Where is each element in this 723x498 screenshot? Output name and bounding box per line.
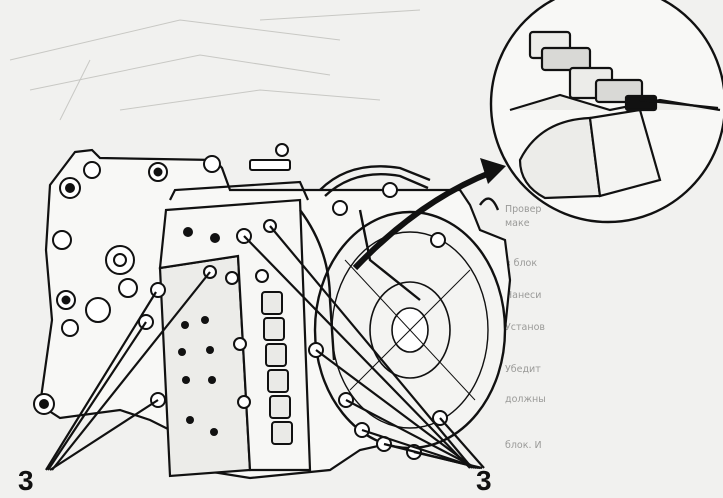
pointer-arrow [352,158,506,271]
leader-lines [45,225,485,471]
housing-bosses [33,155,221,415]
background-text: Провер маке в блок Нанеси Установ Убедит… [505,204,546,451]
bg-line-6: Убедит [505,364,541,375]
callout-right: 3 [476,465,492,496]
bell-housing [313,210,507,450]
bg-line-1: Провер [505,204,541,215]
bg-line-4: Нанеси [505,290,541,301]
solenoid-column [261,291,293,445]
detail-inset [489,0,723,224]
background-sketch [9,9,421,121]
bg-line-8: блок. И [505,440,542,451]
callout-left: 3 [18,465,34,496]
bg-line-2: маке [505,218,530,229]
top-fitting [249,143,291,171]
connector-detail [509,30,721,200]
valve-body-holes [178,227,220,436]
bg-line-3: в блок [505,258,537,269]
bg-line-7: должны [505,394,546,405]
bg-line-5: Установ [505,322,545,333]
